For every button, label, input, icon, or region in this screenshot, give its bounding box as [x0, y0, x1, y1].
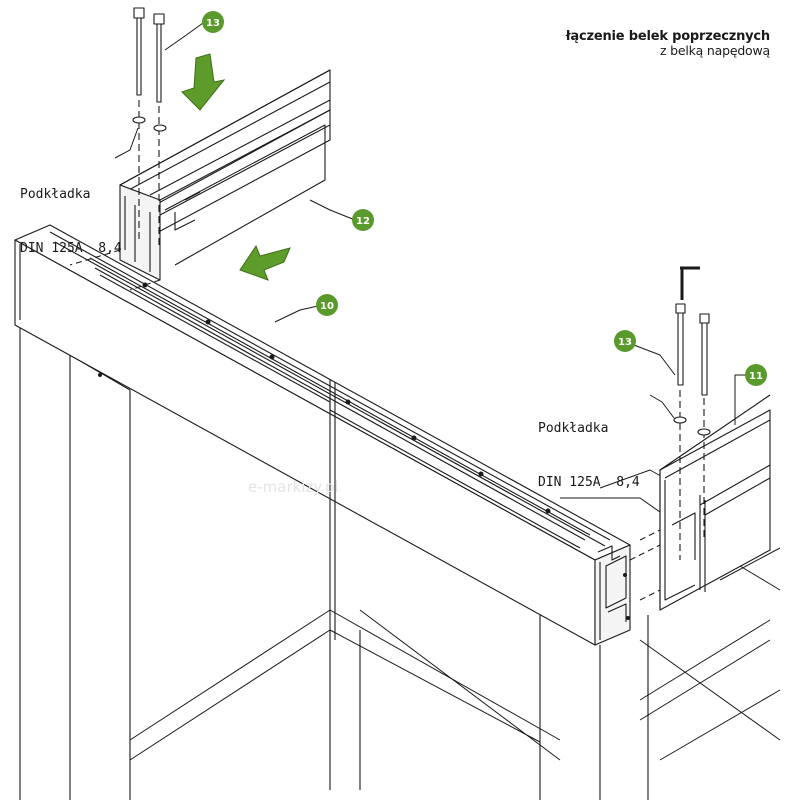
post-right [539, 610, 649, 800]
watermark: e-markizy.pl [248, 478, 339, 496]
washer-label-right: Podkładka DIN 125A 8,4 [538, 384, 640, 510]
title-sub: z belką napędową [660, 42, 770, 58]
washer-label-top: Podkładka DIN 125A 8,4 [20, 150, 122, 276]
callout-13-right: 13 [614, 330, 636, 352]
title-main: łączenie belek poprzecznych [565, 29, 770, 44]
post-middle [329, 630, 361, 790]
callout-10: 10 [316, 294, 338, 316]
callout-13-top: 13 [202, 11, 224, 33]
post-left [19, 324, 131, 800]
beam-holes [98, 282, 630, 620]
callout-10-text: 10 [320, 301, 334, 312]
callout-12-text: 12 [356, 216, 370, 227]
washer-label-right-line2: DIN 125A 8,4 [538, 475, 640, 490]
callout-13-right-text: 13 [618, 337, 632, 348]
callout-11-text: 11 [749, 371, 763, 382]
washer-label-right-line1: Podkładka [538, 421, 609, 436]
callout-12: 12 [352, 209, 374, 231]
arrow-diagonal-icon [239, 244, 291, 281]
screws-top [132, 7, 167, 245]
washer-label-top-line2: DIN 125A 8,4 [20, 241, 122, 256]
cross-beam-right [629, 394, 771, 611]
cross-beam-left [69, 69, 331, 291]
screws-right [673, 266, 711, 560]
callout-13-top-text: 13 [206, 18, 220, 29]
leader-lines [114, 22, 746, 425]
arrow-down-icon [181, 53, 226, 111]
title-block: łączenie belek poprzecznych z belką napę… [566, 30, 770, 57]
washer-label-top-line1: Podkładka [20, 187, 91, 202]
callout-11: 11 [745, 364, 767, 386]
